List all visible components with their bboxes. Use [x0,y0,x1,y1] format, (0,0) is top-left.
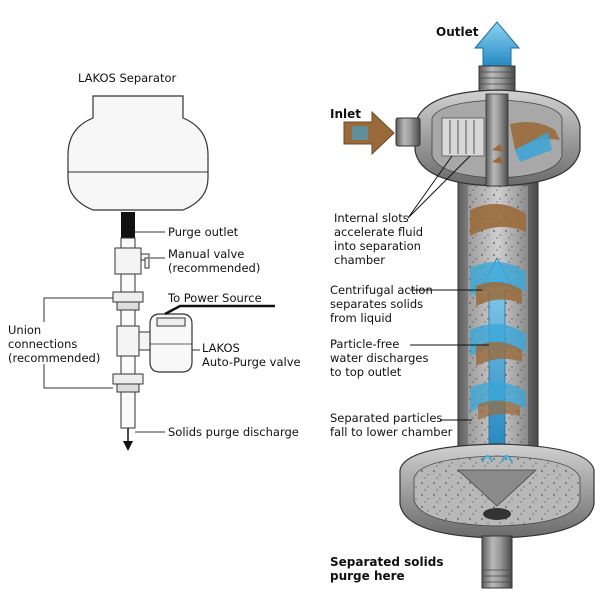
separated-particles-label-2: fall to lower chamber [330,425,453,439]
inlet-arrow-icon [343,110,395,156]
union-label-1: Union [8,323,41,337]
purge-outlet-block [121,212,135,238]
purge-here-label-1: Separated solids [330,555,443,569]
left-diagram: LAKOS Separator Purge outlet Manual valv… [8,71,301,451]
manual-valve [114,247,150,275]
particle-free-label-2: water discharges [330,351,428,365]
centrifugal-label-1: Centrifugal action [330,283,433,297]
manual-valve-label: Manual valve [168,247,244,261]
centrifugal-label-3: from liquid [330,311,392,325]
solids-discharge-label: Solids purge discharge [168,425,299,439]
separator-tank [67,95,209,211]
slots-label-1: Internal slots [334,211,409,225]
purge-outlet-label: Purge outlet [168,225,239,239]
union-bracket-top [43,297,113,322]
union-top [112,291,144,311]
leader-slots-a [407,155,453,219]
manual-valve-recommended: (recommended) [168,261,260,275]
auto-purge-label-1: LAKOS [202,341,240,355]
union-bracket-bottom [43,364,113,389]
right-diagram: Outlet [330,21,595,589]
leader-slots-b [407,155,471,219]
discharge-arrow-icon [123,441,133,451]
vortex-spiral [470,203,526,420]
centrifugal-label-2: separates solids [330,297,423,311]
inlet-label: Inlet [330,107,361,121]
power-source-label: To Power Source [167,291,262,305]
slots-label-2: accelerate fluid [334,225,423,239]
separated-particles-label-1: Separated particles [330,411,442,425]
slots-label-4: chamber [334,253,385,267]
auto-purge-label-2: Auto-Purge valve [202,355,301,369]
bottom-purge-pipe [481,535,513,589]
slots-label-3: into separation [334,239,421,253]
auto-purge-valve [116,313,193,373]
purge-here-label-2: purge here [330,569,405,583]
power-cable [164,304,275,316]
outlet-arrow-icon [473,21,521,69]
lakos-separator-title: LAKOS Separator [78,71,176,85]
inlet-pipe [395,117,421,147]
particle-free-label-3: to top outlet [330,365,402,379]
outlet-label: Outlet [436,25,479,39]
bottom-chamber [399,443,595,539]
union-label-2: connections [8,337,77,351]
top-chamber [414,89,581,187]
union-label-3: (recommended) [8,351,100,365]
particle-free-label-1: Particle-free [330,337,399,351]
union-bottom [112,373,144,393]
